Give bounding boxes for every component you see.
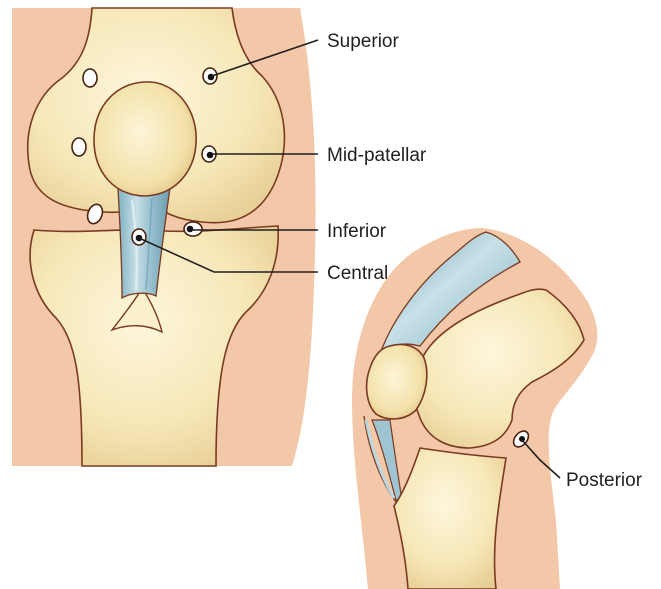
superior-portal (203, 68, 217, 84)
lateral-view: Posterior (352, 228, 643, 589)
inferior-portal (184, 222, 202, 236)
patella-bone (94, 82, 196, 196)
central-label: Central (327, 263, 388, 284)
superior-label: Superior (327, 31, 399, 52)
posterior-label: Posterior (566, 470, 643, 491)
inferior-label: Inferior (327, 221, 387, 242)
central-portal (132, 229, 146, 245)
mid-patellar-label: Mid-patellar (327, 145, 427, 166)
lateral-patella-bone (367, 345, 427, 419)
